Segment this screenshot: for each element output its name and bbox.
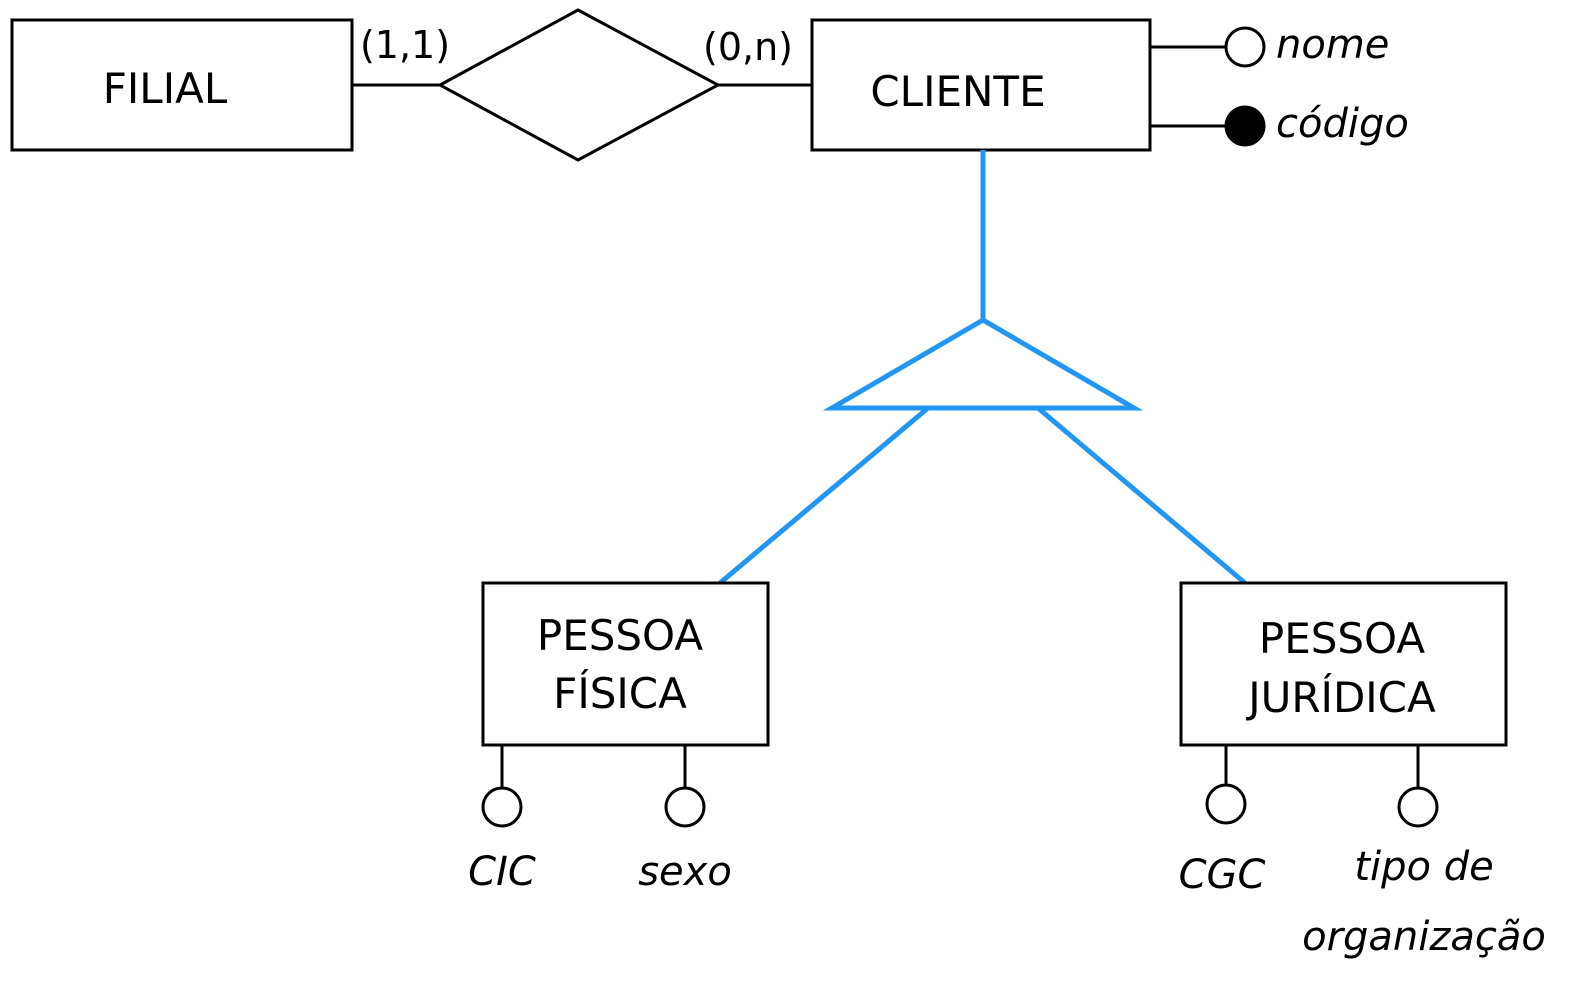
attribute-tipo-de-organizacao: tipo de organização: [1302, 745, 1546, 960]
entity-pessoa-juridica[interactable]: PESSOA JURÍDICA: [1179, 581, 1508, 747]
attribute-cic-label: CIC: [468, 849, 536, 895]
entity-cliente-label: CLIENTE: [870, 67, 1045, 116]
attribute-cgc-marker: [1205, 783, 1247, 825]
entity-pessoa-fisica-label-line2: FÍSICA: [553, 668, 687, 718]
attribute-cic-marker: [481, 786, 523, 828]
entity-pessoa-juridica-label-line1: PESSOA: [1259, 614, 1426, 663]
attribute-codigo: código: [1150, 101, 1409, 147]
specialization: [718, 150, 1247, 585]
attribute-tipo-de-organizacao-label-line1: tipo de: [1354, 844, 1493, 890]
attribute-codigo-identifier-marker: [1224, 105, 1266, 147]
specialization-line-fisica: [718, 406, 930, 585]
attribute-cgc: CGC: [1179, 745, 1266, 898]
entity-pessoa-fisica[interactable]: PESSOA FÍSICA: [481, 581, 770, 747]
cardinality-filial: (1,1): [360, 23, 450, 67]
attribute-nome: nome: [1150, 22, 1389, 68]
entity-pessoa-juridica-label-line2: JURÍDICA: [1245, 672, 1436, 722]
attribute-sexo-label: sexo: [638, 849, 732, 895]
specialization-line-juridica: [1036, 406, 1247, 585]
entity-cliente[interactable]: CLIENTE: [810, 18, 1152, 152]
relationship-diamond[interactable]: [436, 8, 722, 162]
attribute-sexo-marker: [664, 786, 706, 828]
attribute-codigo-label: código: [1276, 101, 1409, 147]
entity-filial-label: FILIAL: [103, 64, 228, 113]
attribute-sexo: sexo: [638, 745, 732, 895]
attribute-nome-label: nome: [1276, 22, 1389, 68]
attribute-cic: CIC: [468, 745, 536, 895]
attribute-nome-marker: [1224, 26, 1266, 68]
entity-filial[interactable]: FILIAL: [10, 18, 354, 152]
attribute-tipo-de-organizacao-label-line2: organização: [1302, 914, 1546, 960]
attribute-cgc-label: CGC: [1179, 852, 1266, 898]
specialization-triangle: [822, 317, 1144, 411]
attribute-tipo-de-organizacao-marker: [1397, 786, 1439, 828]
entity-pessoa-fisica-label-line1: PESSOA: [537, 611, 704, 660]
cardinality-cliente: (0,n): [703, 25, 793, 69]
